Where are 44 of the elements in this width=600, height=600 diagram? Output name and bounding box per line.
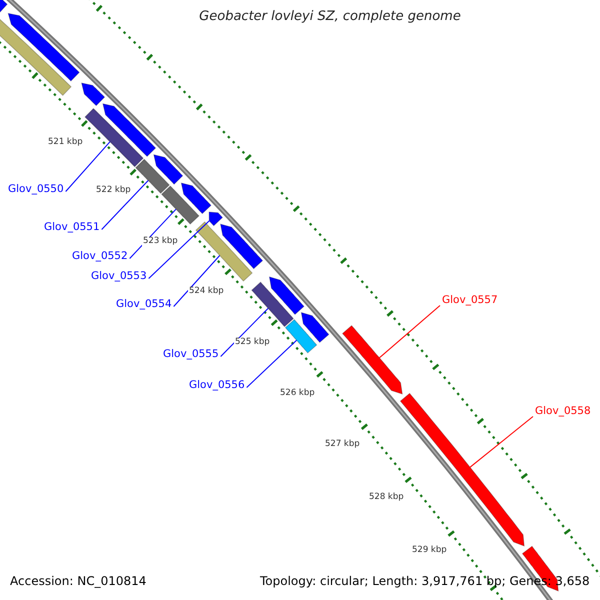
gene-label: Glov_0557 <box>442 295 498 306</box>
tick-label: 525 kbp <box>234 338 271 346</box>
gene-label: Glov_0551 <box>44 222 100 232</box>
gene-block <box>342 325 403 395</box>
accession-text: Accession: NC_010814 <box>9 574 148 588</box>
leader-line <box>101 180 149 230</box>
gene-bar <box>161 185 200 225</box>
tick-label: 529 kbp <box>411 546 448 554</box>
map-title: Geobacter lovleyi SZ, complete genome <box>198 10 462 23</box>
gene-block <box>220 224 264 270</box>
gene-block <box>153 154 184 185</box>
gene-label: Glov_0555 <box>163 349 219 360</box>
gene-label: Glov_0552 <box>72 251 128 262</box>
gene-label: Glov_0553 <box>91 271 147 282</box>
tick-label: 521 kbp <box>47 138 84 146</box>
gene-block <box>102 103 156 157</box>
gene-block <box>0 0 8 14</box>
leader-line <box>470 416 534 468</box>
gene-bar <box>195 221 253 282</box>
gene-block <box>268 276 305 315</box>
tick-label: 528 kbp <box>368 493 405 502</box>
gene-label: Glov_0556 <box>189 380 245 390</box>
gene-label: Glov_0550 <box>8 184 64 194</box>
gene-block <box>81 82 106 106</box>
gene-block <box>180 182 212 214</box>
leader-line <box>148 220 210 279</box>
leader-line <box>220 308 269 357</box>
gene-label: Glov_0558 <box>535 406 591 416</box>
gene-bar <box>251 282 294 328</box>
leader-line <box>173 255 220 307</box>
gene-bar <box>135 158 170 194</box>
tick-label: 524 kbp <box>188 287 225 296</box>
gene-block <box>8 12 80 82</box>
tick-label: 523 kbp <box>142 237 179 246</box>
leader-line <box>246 340 298 388</box>
leader-line <box>378 305 440 358</box>
tick-label: 526 kbp <box>279 389 316 398</box>
gene-bar <box>84 108 144 168</box>
gene-label: Glov_0554 <box>116 299 172 310</box>
tick-label: 527 kbp <box>324 440 361 448</box>
gene-bar <box>284 319 318 354</box>
gene-block <box>300 312 330 343</box>
gene-block <box>208 212 224 226</box>
tick-label: 522 kbp <box>95 186 132 194</box>
